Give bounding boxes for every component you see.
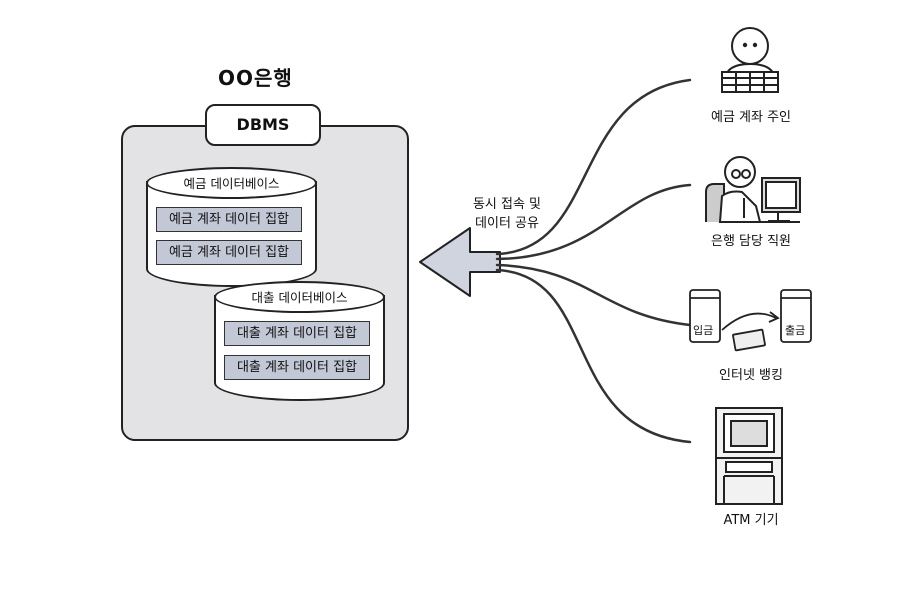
line-to-bank-clerk bbox=[495, 183, 692, 261]
line-to-atm bbox=[495, 268, 692, 444]
loan-database-title: 대출 데이터베이스 bbox=[251, 290, 348, 305]
client-label-account-owner: 예금 계좌 주인 bbox=[710, 110, 792, 125]
deposit-database-cylinder bbox=[146, 181, 317, 287]
arrow-label: 동시 접속 및 데이터 공유 bbox=[452, 195, 562, 233]
loan-record: 대출 계좌 데이터 집합 bbox=[224, 321, 370, 346]
deposit-record: 예금 계좌 데이터 집합 bbox=[156, 207, 302, 232]
atm-icon bbox=[715, 407, 783, 505]
deposit-label: 입금 bbox=[692, 322, 715, 338]
dbms-label: DBMS bbox=[205, 104, 321, 146]
arrow-label-line: 동시 접속 및 bbox=[472, 197, 542, 212]
deposit-database-title: 예금 데이터베이스 bbox=[183, 176, 280, 191]
bank-title: OO은행 bbox=[218, 66, 293, 90]
deposit-database-top bbox=[146, 167, 317, 199]
bank-clerk-icon bbox=[705, 156, 801, 223]
client-label-internet-banking: 인터넷 뱅킹 bbox=[719, 368, 783, 383]
arrow-label-line: 데이터 공유 bbox=[475, 216, 539, 231]
loan-database-cylinder bbox=[214, 295, 385, 401]
client-label-bank-clerk: 은행 담당 직원 bbox=[710, 234, 792, 249]
line-to-account-owner bbox=[495, 78, 692, 256]
loan-record: 대출 계좌 데이터 집합 bbox=[224, 355, 370, 380]
deposit-record: 예금 계좌 데이터 집합 bbox=[156, 240, 302, 265]
internet-banking-icon bbox=[689, 289, 812, 352]
account-owner-icon bbox=[721, 27, 779, 93]
shared-access-arrow bbox=[419, 227, 501, 297]
client-label-atm: ATM 기기 bbox=[723, 513, 779, 528]
line-to-internet-banking bbox=[495, 263, 692, 327]
withdraw-label: 출금 bbox=[784, 322, 807, 338]
loan-database-top bbox=[214, 281, 385, 313]
